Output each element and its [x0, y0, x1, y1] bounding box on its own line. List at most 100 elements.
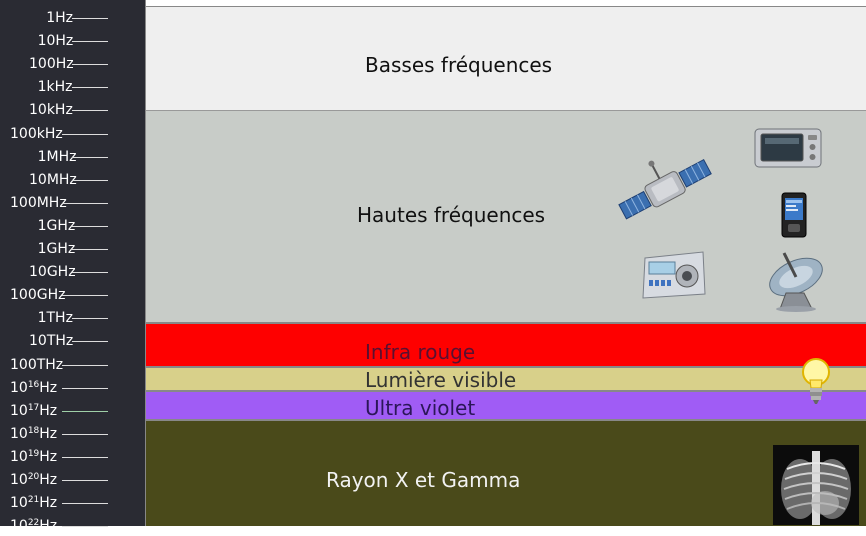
frequency-tick-line — [72, 64, 108, 66]
frequency-tick-label: 1018Hz — [10, 424, 57, 444]
frequency-tick-line — [61, 364, 108, 366]
tick-unit: Hz — [39, 495, 58, 512]
band-lumiere-visible: Lumière visible — [146, 368, 866, 392]
frequency-tick-label: 1019Hz — [10, 447, 57, 467]
frequency-tick: 100GHz — [0, 285, 145, 305]
band-hautes-frequences-label: Hautes fréquences — [357, 203, 546, 227]
tick-exponent: 17 — [27, 402, 40, 413]
frequency-tick: 10Hz — [0, 31, 145, 51]
tick-exponent: 21 — [27, 495, 40, 506]
tick-base: 10 — [10, 472, 28, 488]
frequency-tick-label: 10THz — [29, 333, 74, 350]
frequency-tick: 10MHz — [0, 170, 145, 190]
tick-base: 10 — [10, 425, 28, 442]
frequency-tick: 10THz — [0, 331, 145, 351]
frequency-tick-line — [62, 433, 108, 435]
frequency-tick: 1MHz — [0, 147, 145, 167]
frequency-tick-label: 1016Hz — [10, 378, 57, 398]
frequency-tick-label: 100kHz — [10, 125, 63, 142]
frequency-tick: 1GHz — [0, 216, 145, 236]
frequency-tick-label: 1GHz — [37, 241, 76, 257]
frequency-tick-line — [62, 456, 108, 458]
frequency-tick-line — [72, 179, 108, 181]
frequency-tick-label: 1Hz — [46, 10, 73, 26]
frequency-tick: 1021Hz — [0, 493, 145, 513]
frequency-tick-label: 1THz — [37, 310, 73, 327]
pda-phone-icon — [781, 192, 807, 238]
frequency-tick-line — [61, 202, 108, 204]
frequency-tick-line — [61, 133, 108, 135]
frequency-tick-label: 100GHz — [10, 287, 66, 304]
frequency-tick: 1018Hz — [0, 424, 145, 444]
frequency-tick-label: 10Hz — [37, 33, 74, 50]
satellite-icon — [618, 158, 712, 220]
frequency-tick-line — [62, 387, 108, 389]
band-lumiere-visible-label: Lumière visible — [365, 368, 517, 392]
frequency-tick: 1Hz — [0, 8, 145, 28]
frequency-tick: 10kHz — [0, 100, 145, 120]
light-bulb-icon — [802, 358, 830, 404]
frequency-tick-label: 10GHz — [29, 264, 76, 281]
frequency-tick-line — [72, 225, 108, 227]
satellite-dish-icon — [769, 252, 823, 312]
band-rayon-x-gamma-label: Rayon X et Gamma — [326, 468, 521, 492]
frequency-tick-label: 1017Hz — [10, 401, 57, 421]
frequency-tick-line — [72, 87, 108, 89]
chest-xray-icon — [773, 445, 859, 525]
tick-unit: Hz — [39, 425, 58, 442]
frequency-tick: 10GHz — [0, 262, 145, 282]
tick-exponent: 18 — [27, 425, 40, 436]
tick-base: 10 — [10, 448, 28, 465]
frequency-tick-line — [72, 249, 108, 250]
band-ultra-violet-label: Ultra violet — [365, 396, 476, 420]
frequency-tick-label: 1021Hz — [10, 493, 57, 513]
frequency-tick: 1THz — [0, 308, 145, 328]
frequency-tick-line — [72, 110, 108, 112]
tick-exponent: 20 — [27, 472, 40, 482]
tick-unit: Hz — [39, 518, 58, 535]
radio-icon — [642, 251, 706, 299]
frequency-tick-label: 10kHz — [29, 102, 73, 119]
frequency-tick-line — [72, 272, 108, 274]
band-hautes-frequences: Hautes fréquences — [146, 111, 866, 324]
frequency-tick-line — [72, 18, 108, 19]
frequency-tick-label: 1MHz — [37, 148, 77, 165]
tick-unit: Hz — [39, 448, 58, 465]
spectrum-bands: Basses fréquences Hautes fréquences — [146, 0, 866, 526]
frequency-tick-line — [62, 410, 108, 412]
frequency-tick-line — [72, 341, 108, 343]
tick-base: 10 — [10, 495, 28, 512]
frequency-tick-line — [62, 526, 108, 528]
tick-unit: Hz — [39, 402, 58, 419]
band-ultra-violet: Ultra violet — [146, 392, 866, 421]
frequency-tick: 1GHz — [0, 239, 145, 259]
frequency-tick-label: 100MHz — [10, 194, 67, 211]
oven-icon — [754, 128, 822, 168]
band-infra-rouge: Infra rouge — [146, 324, 866, 368]
band-basses-frequences: Basses fréquences — [146, 6, 866, 111]
frequency-tick-line — [72, 41, 108, 43]
frequency-tick-line — [62, 503, 108, 505]
tick-exponent: 22 — [27, 518, 40, 529]
tick-exponent: 16 — [27, 379, 40, 390]
frequency-tick-label: 1kHz — [37, 79, 73, 96]
frequency-tick: 1019Hz — [0, 447, 145, 467]
band-rayon-x-gamma: Rayon X et Gamma — [146, 421, 866, 526]
band-infra-rouge-label: Infra rouge — [365, 340, 476, 364]
frequency-tick: 100MHz — [0, 193, 145, 213]
frequency-tick-line — [72, 156, 108, 158]
tick-unit: Hz — [39, 472, 58, 488]
frequency-tick: 1022Hz — [0, 516, 145, 536]
frequency-tick-line — [72, 318, 108, 320]
band-basses-frequences-label: Basses fréquences — [365, 53, 553, 77]
tick-exponent: 19 — [27, 448, 40, 459]
frequency-tick: 1017Hz — [0, 401, 145, 421]
frequency-tick: 1016Hz — [0, 378, 145, 398]
frequency-tick-label: 1GHz — [37, 217, 76, 234]
tick-base: 10 — [10, 402, 28, 419]
frequency-tick: 1kHz — [0, 77, 145, 97]
frequency-tick-label: 100Hz — [29, 56, 74, 73]
frequency-tick-label: 10MHz — [29, 171, 77, 188]
frequency-tick-line — [62, 480, 108, 481]
